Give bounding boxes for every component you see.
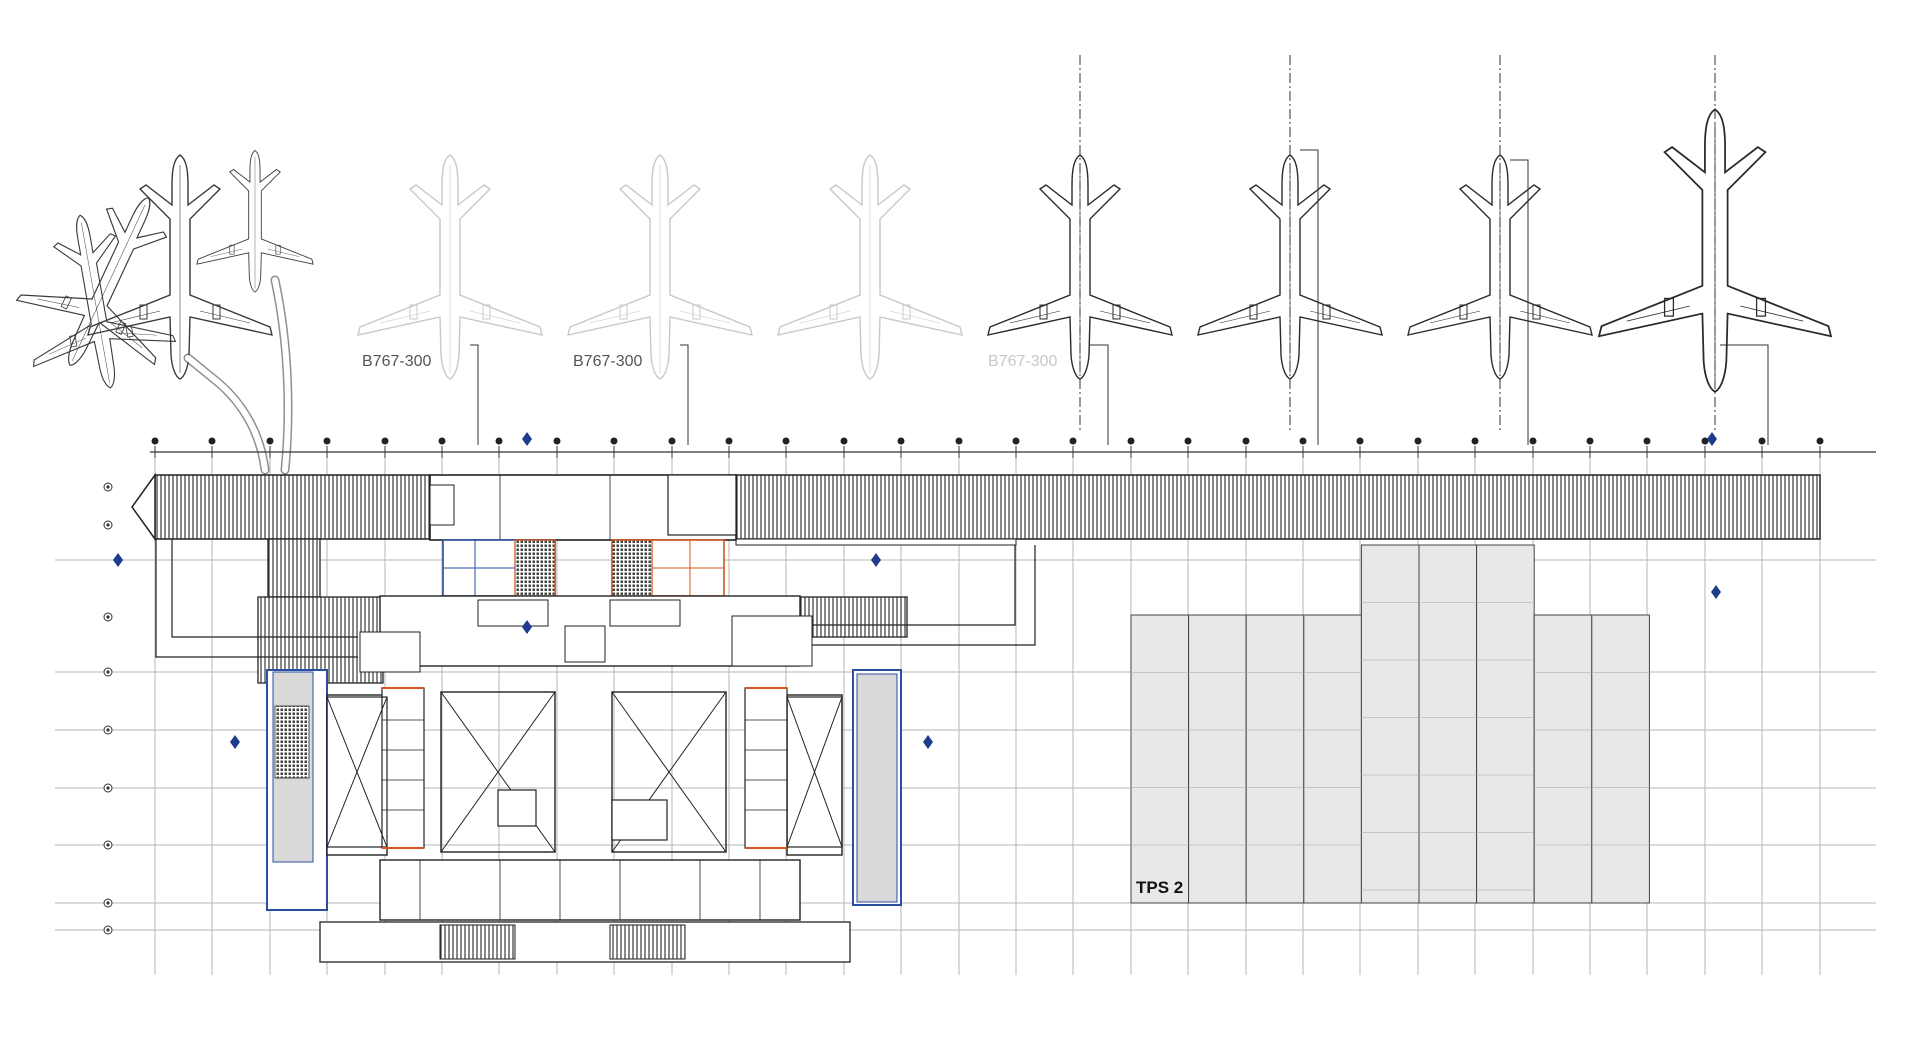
tps2-zone-cell xyxy=(1303,614,1362,904)
grid-axis-bubble xyxy=(103,925,113,935)
aircraft-large xyxy=(1598,55,1832,430)
tps2-zone-cell xyxy=(1418,544,1478,904)
tps2-zone-cell xyxy=(1533,614,1593,904)
tps2-zone-cell xyxy=(1476,544,1535,904)
aircraft-dark xyxy=(1197,55,1383,430)
tps2-zone-cell xyxy=(1591,614,1650,904)
grid-axis-bubble xyxy=(323,437,331,458)
grid-axis-bubble xyxy=(266,437,274,458)
grid-axis-bubble xyxy=(1127,437,1135,458)
grid-axis-bubble xyxy=(103,725,113,735)
aircraft-label: B767-300 xyxy=(362,353,431,370)
grid-axis-markers-left xyxy=(103,482,113,935)
grid-axis-markers-top xyxy=(151,437,1824,458)
grid-axis-bubble xyxy=(1012,437,1020,458)
grid-axis-bubble xyxy=(103,898,113,908)
grid-axis-bubble xyxy=(151,437,159,458)
grid-axis-bubble xyxy=(1069,437,1077,458)
grid-axis-bubble xyxy=(103,840,113,850)
grid-axis-bubble xyxy=(103,612,113,622)
grid-axis-bubble xyxy=(725,437,733,458)
grid-axis-bubble xyxy=(1758,437,1766,458)
grid-axis-bubble xyxy=(897,437,905,458)
grid-axis-bubble xyxy=(553,437,561,458)
grid-axis-bubble xyxy=(495,437,503,458)
aircraft-faint xyxy=(357,154,543,380)
grid-axis-bubble xyxy=(1184,437,1192,458)
aircraft-stands xyxy=(0,55,1832,475)
section-markers xyxy=(113,432,1721,749)
pier-concourse xyxy=(131,472,1821,684)
grid-axis-bubble xyxy=(381,437,389,458)
tps2-future-zone xyxy=(1130,544,1650,904)
aircraft-dark xyxy=(987,55,1173,430)
grid-axis-bubble xyxy=(103,482,113,492)
aircraft-faint xyxy=(567,154,753,380)
grid-axis-bubble xyxy=(438,437,446,458)
grid-axis-bubble xyxy=(1299,437,1307,458)
tps2-zone-cell xyxy=(1245,614,1305,904)
tps2-zone-cell xyxy=(1360,544,1420,904)
aircraft-faint xyxy=(777,154,963,380)
grid-axis-bubble xyxy=(1643,437,1651,458)
grid-axis-bubble xyxy=(1586,437,1594,458)
grid-axis-bubble xyxy=(1701,437,1709,458)
aircraft-composite-left xyxy=(0,150,314,475)
tps2-zone-cell xyxy=(1188,614,1247,904)
grid-axis-bubble xyxy=(1471,437,1479,458)
terminal-lower xyxy=(266,669,902,963)
tps2-zone-cell xyxy=(1130,614,1190,904)
aircraft-dark xyxy=(1407,55,1593,430)
grid-axis-bubble xyxy=(103,520,113,530)
grid-axis-bubble xyxy=(1816,437,1824,458)
terminal-core-upper xyxy=(359,474,813,673)
grid-axis-bubble xyxy=(840,437,848,458)
grid-axis-bubble xyxy=(1414,437,1422,458)
grid-axis-bubble xyxy=(1356,437,1364,458)
grid-axis-bubble xyxy=(103,783,113,793)
grid-axis-bubble xyxy=(610,437,618,458)
aircraft-label: B767-300 xyxy=(988,353,1057,370)
grid-axis-bubble xyxy=(1242,437,1250,458)
grid-axis-bubble xyxy=(782,437,790,458)
grid-axis-bubble xyxy=(668,437,676,458)
grid-axis-bubble xyxy=(103,667,113,677)
grid-axis-bubble xyxy=(955,437,963,458)
grid-axis-bubble xyxy=(208,437,216,458)
aircraft-guide-lines xyxy=(470,149,1769,445)
grid-axis-bubble xyxy=(1529,437,1537,458)
tps2-label: TPS 2 xyxy=(1136,878,1183,897)
aircraft-label: B767-300 xyxy=(573,353,642,370)
